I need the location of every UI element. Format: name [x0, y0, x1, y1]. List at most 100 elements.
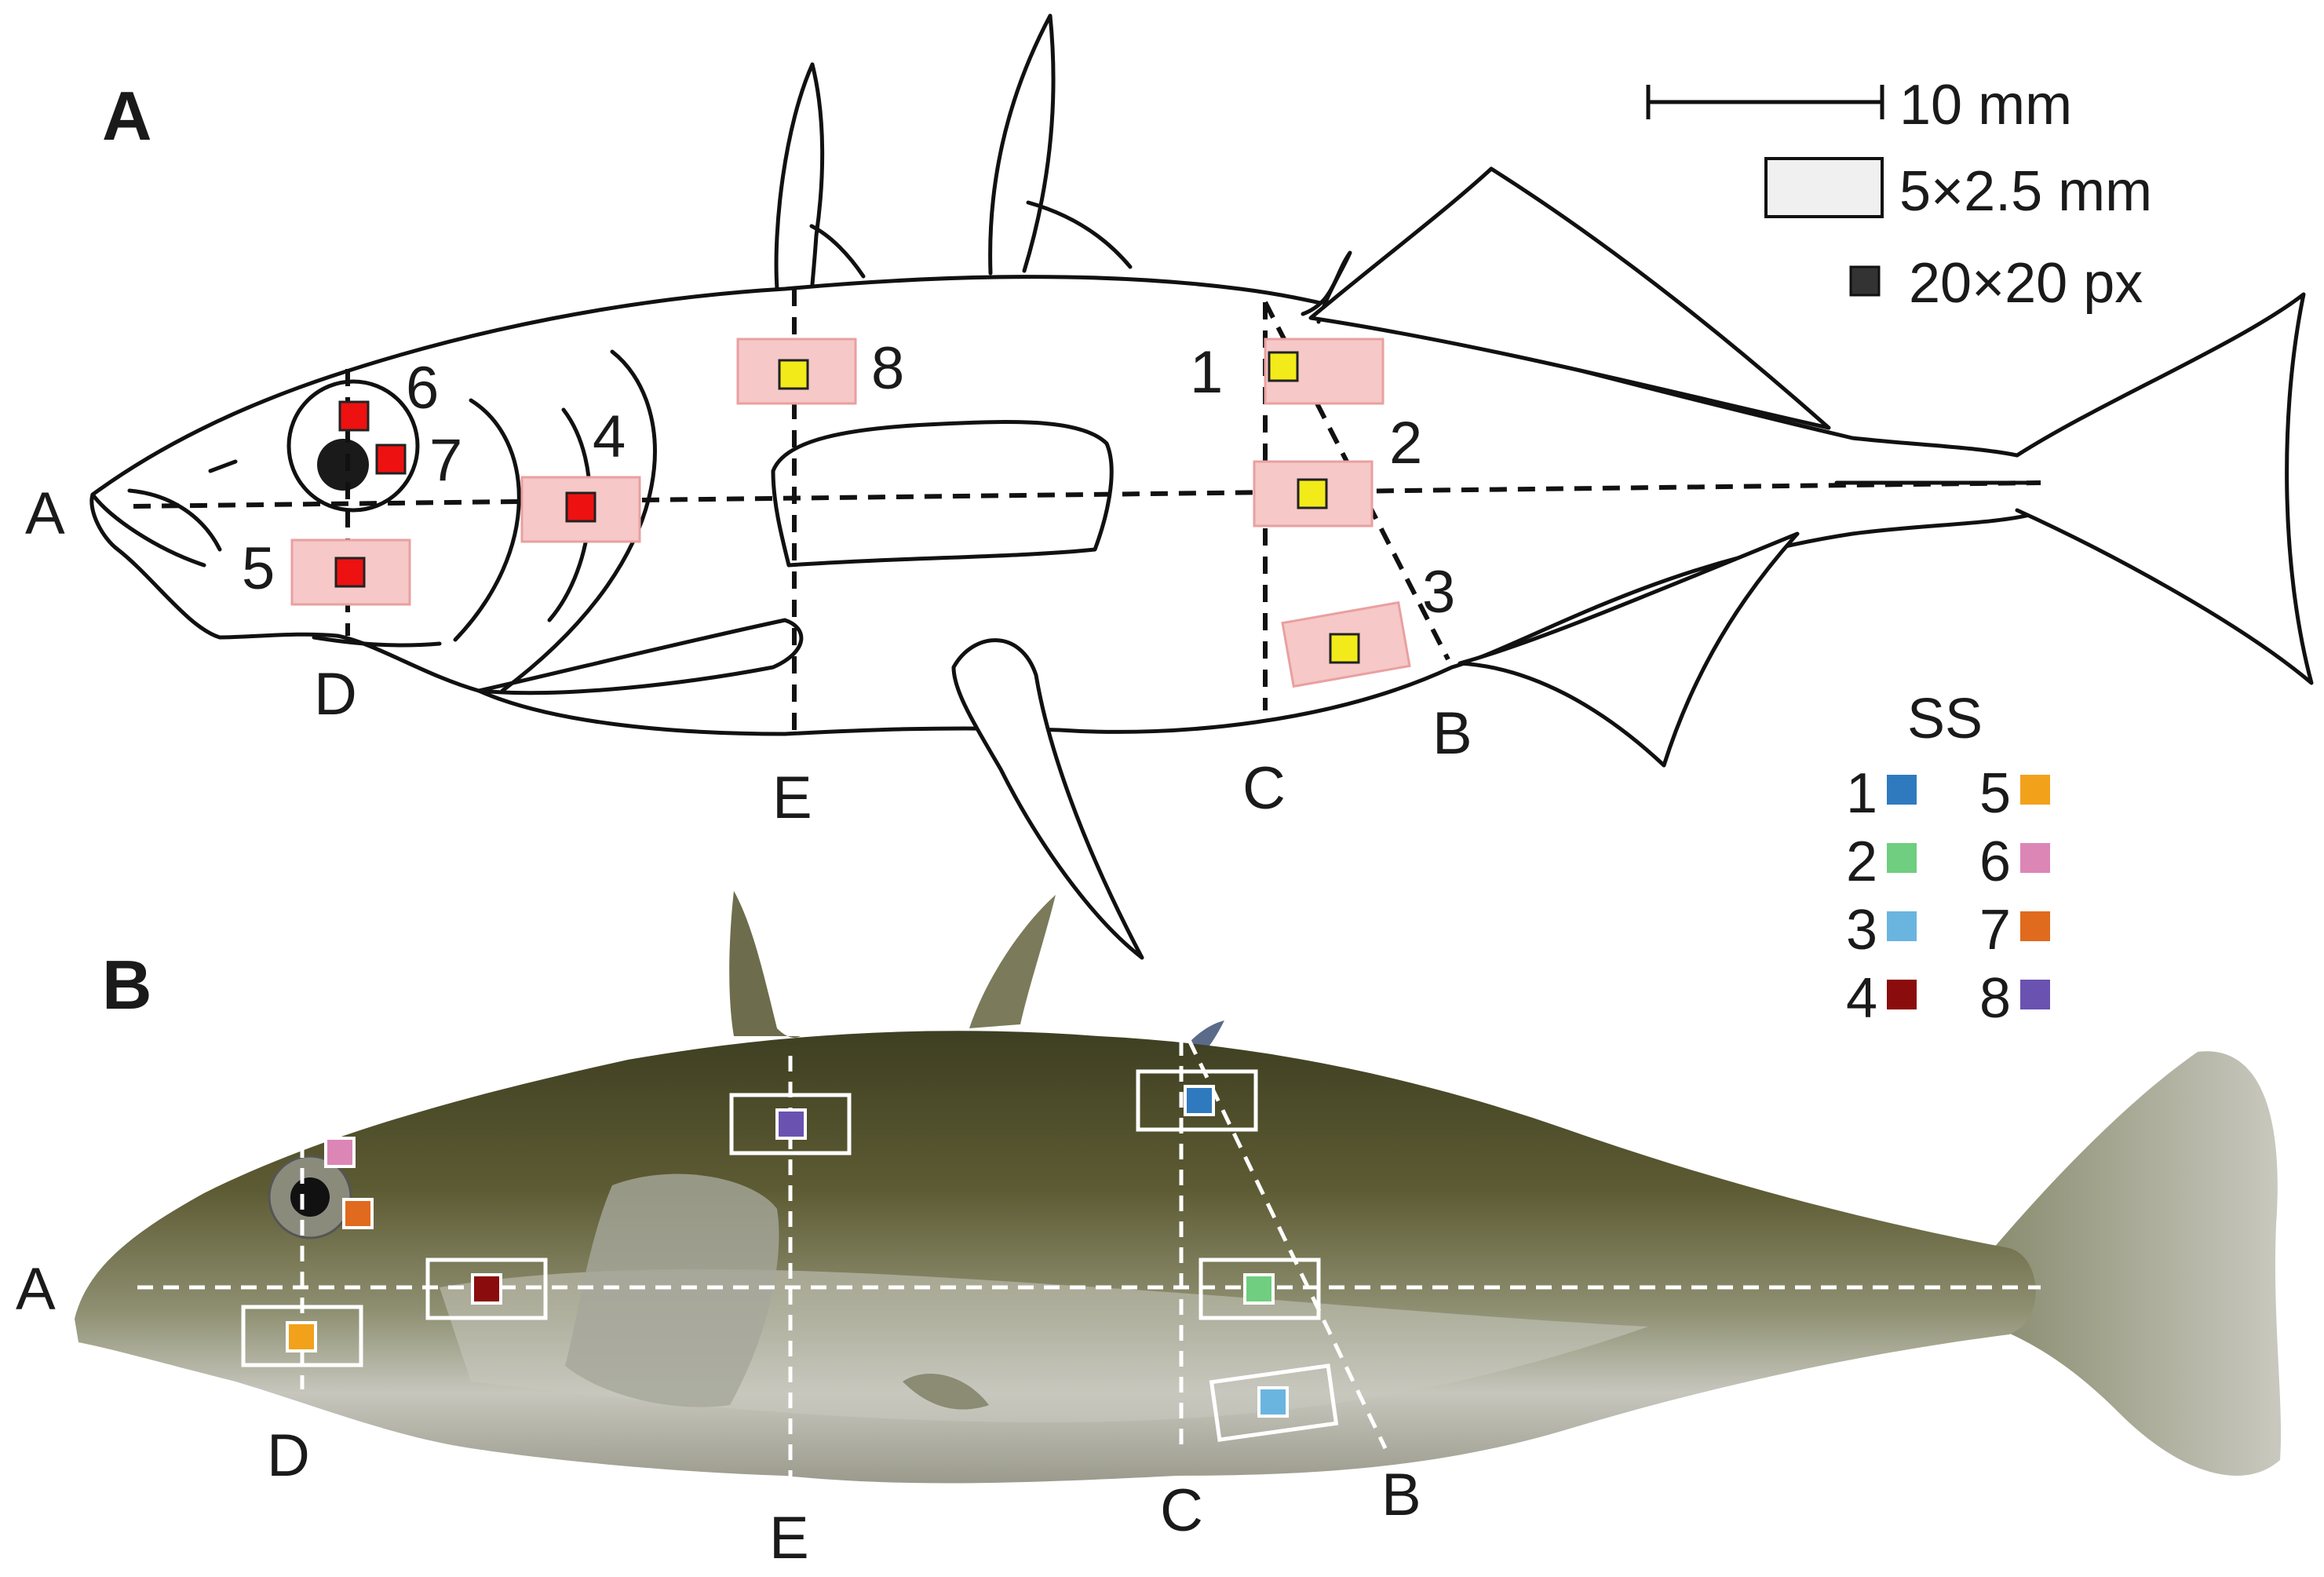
- ss-legend-swatch-2: [1887, 843, 1917, 873]
- panel-a-label: A: [102, 77, 152, 155]
- ss-legend-label-2: 2: [1846, 830, 1877, 893]
- sample-areas-a: [290, 338, 1411, 688]
- photo-pelvic-spine: [903, 1374, 989, 1410]
- photo-area-3: [1209, 1363, 1339, 1442]
- pixel-3: [1329, 633, 1360, 664]
- photo-area-1: [1136, 1069, 1258, 1132]
- isthmus-line: [312, 635, 442, 648]
- pectoral-fin: [771, 420, 1114, 568]
- photo-area-8: [729, 1093, 852, 1155]
- site-3-label: 3: [1422, 559, 1455, 626]
- area-4: [520, 476, 641, 543]
- pupil: [317, 439, 369, 491]
- photo-area-5: [241, 1305, 363, 1367]
- pixel-4: [565, 491, 597, 523]
- ss-legend-label-4: 4: [1846, 967, 1877, 1030]
- belly-plate: [476, 618, 804, 695]
- photo-pixel-5: [286, 1321, 317, 1352]
- panel-b-label: B: [102, 946, 152, 1024]
- ss-legend-swatch-7: [2020, 911, 2050, 941]
- photo-line-c-label: C: [1160, 1477, 1203, 1544]
- panel-b: B: [16, 891, 2282, 1572]
- anal-fin: [1458, 531, 1800, 768]
- drawing-line-d-label: D: [314, 661, 357, 728]
- photo-pixel-2: [1243, 1273, 1275, 1305]
- rect-size-label: 5×2.5 mm: [1899, 160, 2152, 223]
- scale-bar-label: 10 mm: [1899, 74, 2072, 137]
- photo-gill-plate: [565, 1174, 779, 1407]
- nostril: [208, 459, 238, 473]
- operculum-line-2: [453, 398, 521, 642]
- photo-pixel-8: [775, 1108, 807, 1140]
- dorsal-membrane-2: [1026, 200, 1133, 269]
- panel-a: A: [25, 13, 2314, 960]
- drawing-line-a-label: A: [25, 480, 65, 547]
- pixel-6: [338, 400, 370, 432]
- pixel-2: [1297, 478, 1328, 509]
- site-6-label: 6: [406, 355, 439, 422]
- ss-legend-label-5: 5: [1979, 762, 2011, 825]
- ss-legend-label-6: 6: [1979, 830, 2011, 893]
- pixel-7: [375, 444, 407, 475]
- photo-pixel-3: [1257, 1386, 1289, 1418]
- ss-legend-label-8: 8: [1979, 967, 2011, 1030]
- drawing-line-c-label: C: [1242, 755, 1286, 822]
- dorsal-fin-main: [1308, 166, 1831, 430]
- ss-legend-label-7: 7: [1979, 899, 2011, 962]
- ss-legend-label-3: 3: [1846, 899, 1877, 962]
- site-5-label: 5: [242, 535, 275, 602]
- dorsal-spine-2: [988, 13, 1056, 276]
- photo-line-b: [1187, 1039, 1388, 1450]
- site-8-label: 8: [871, 335, 904, 402]
- jaw-line: [90, 492, 206, 568]
- dorsal-spine-1: [774, 62, 825, 291]
- dorsal-membrane-1: [809, 224, 866, 279]
- photo-pixel-6: [324, 1137, 356, 1168]
- pixel-8: [778, 359, 809, 390]
- jaw-lower: [127, 488, 222, 552]
- site-2-label: 2: [1389, 410, 1422, 476]
- sample-pixels-a: [334, 351, 1360, 664]
- line-a-horizontal: [133, 480, 2041, 509]
- photo-area-2: [1198, 1258, 1321, 1320]
- sample-pixels-b: [286, 1085, 1289, 1418]
- ss-legend-swatch-1: [1887, 775, 1917, 805]
- photo-area-4: [425, 1258, 548, 1320]
- photo-caudal-fin: [1994, 1051, 2282, 1476]
- fish-outline-drawing: [89, 13, 2314, 960]
- site-1-label: 1: [1190, 339, 1223, 406]
- photo-line-e-label: E: [769, 1505, 809, 1572]
- dorsal-fin-soft: [1301, 250, 1352, 324]
- pixel-5: [334, 557, 366, 588]
- operculum-line-1: [500, 349, 657, 693]
- ss-legend-swatch-3: [1887, 911, 1917, 941]
- pixel-1: [1268, 351, 1299, 382]
- eye-drawing: [286, 379, 420, 513]
- ss-title: SS: [1907, 688, 1983, 750]
- photo-line-d-label: D: [267, 1422, 310, 1489]
- drawing-line-b-label: B: [1432, 700, 1472, 767]
- site-4-label: 4: [593, 403, 626, 470]
- photo-pixel-4: [471, 1273, 502, 1305]
- ss-legend-swatch-8: [2020, 980, 2050, 1009]
- px-size-swatch: [1849, 265, 1881, 297]
- ss-legend-swatch-5: [2020, 775, 2050, 805]
- ss-legend-label-1: 1: [1846, 762, 1877, 825]
- ss-legend-swatch-4: [1887, 980, 1917, 1009]
- pelvic-spine: [951, 638, 1144, 960]
- photo-dorsal-spine-2: [969, 895, 1056, 1028]
- ss-legend-swatch-6: [2020, 843, 2050, 873]
- photo-dorsal-spine-1: [729, 891, 801, 1038]
- drawing-line-e-label: E: [772, 765, 812, 831]
- photo-line-b-label: B: [1381, 1462, 1421, 1528]
- photo-pupil: [290, 1177, 330, 1217]
- rect-size-swatch: [1764, 157, 1884, 218]
- photo-pixel-7: [342, 1198, 374, 1229]
- site-7-label: 7: [429, 427, 462, 494]
- px-size-label: 20×20 px: [1909, 252, 2143, 315]
- reference-lines-b: [137, 1039, 2041, 1488]
